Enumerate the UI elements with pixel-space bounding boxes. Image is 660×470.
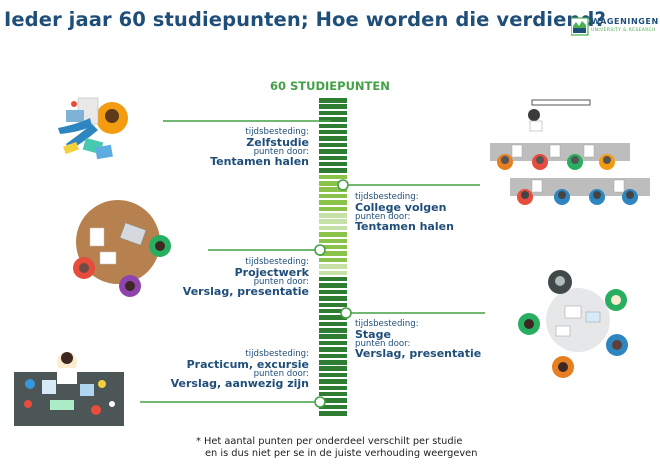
credit-segment [319, 404, 347, 410]
credit-segment [319, 213, 347, 218]
points-method: Tentamen halen [355, 220, 454, 234]
wur-logo: WAGENINGEN UNIVERSITY & RESEARCH [571, 16, 659, 38]
logo-subtitle: UNIVERSITY & RESEARCH [591, 28, 656, 33]
credit-segment [319, 219, 347, 224]
time-label: tijdsbesteding: [245, 349, 309, 359]
internship-illustration [518, 270, 628, 378]
activity-projectwerk: tijdsbesteding: Projectwerk punten door:… [183, 258, 309, 297]
points-label: punten door: [253, 368, 309, 379]
activity-practicum: tijdsbesteding: Practicum, excursie punt… [171, 350, 309, 389]
credit-segment [319, 232, 347, 237]
credit-segment [319, 366, 347, 371]
activity-zelfstudie: tijdsbesteding: Zelfstudie punten door: … [210, 128, 309, 167]
credit-segment [319, 347, 347, 352]
credit-segment [319, 296, 347, 301]
credit-segment [319, 328, 347, 333]
points-label: punten door: [253, 146, 309, 157]
footnote-line-1: * Het aantal punten per onderdeel versch… [196, 436, 463, 447]
lecture-illustration [490, 99, 650, 205]
activity-name: Practicum, excursie [186, 357, 309, 371]
credit-segment [319, 391, 347, 397]
credit-segment [319, 308, 347, 314]
credit-segment [319, 315, 347, 320]
time-label: tijdsbesteding: [245, 127, 309, 137]
activity-name: Zelfstudie [246, 135, 309, 149]
credit-segment [319, 244, 347, 250]
self-study-illustration [58, 97, 128, 160]
credit-segment [319, 264, 347, 269]
credit-segment [319, 174, 347, 180]
credit-segment [319, 181, 347, 186]
credit-segment [319, 168, 347, 173]
connector-node-practicum [314, 396, 326, 408]
credit-bar [319, 98, 347, 418]
credit-segment [319, 225, 347, 231]
points-method: Tentamen halen [210, 155, 309, 169]
credit-segment [319, 398, 347, 403]
page-title: Ieder jaar 60 studiepunten; Hoe worden d… [4, 8, 606, 31]
credit-segment [319, 117, 347, 122]
credit-segment [319, 110, 347, 116]
credit-segment [319, 123, 347, 129]
credit-segment [319, 283, 347, 288]
credit-segment [319, 149, 347, 154]
activity-name: College volgen [355, 200, 447, 214]
credit-segment [319, 334, 347, 339]
credit-segment [319, 187, 347, 192]
footnote: * Het aantal punten per onderdeel versch… [196, 436, 477, 460]
credit-segment [319, 302, 347, 307]
practicum-illustration [14, 352, 124, 426]
time-label: tijdsbesteding: [355, 192, 419, 202]
logo-name: WAGENINGEN [591, 17, 659, 26]
credit-segment [319, 98, 347, 103]
points-label: punten door: [253, 276, 309, 287]
project-work-illustration [73, 200, 171, 297]
credit-segment [319, 155, 347, 161]
credit-segment [319, 360, 347, 365]
connector-node-projectwerk [314, 244, 326, 256]
credit-segment [319, 161, 347, 167]
credit-segment [319, 289, 347, 295]
time-label: tijdsbesteding: [245, 257, 309, 267]
points-label: punten door: [355, 338, 411, 349]
credit-segment [319, 257, 347, 263]
time-label: tijdsbesteding: [355, 319, 419, 329]
credit-segment [319, 104, 347, 109]
credit-segment [319, 200, 347, 205]
credit-segment [319, 353, 347, 359]
connector-node-college [337, 179, 349, 191]
activity-name: Projectwerk [234, 265, 309, 279]
credit-segment [319, 372, 347, 378]
connector-node-stage [340, 307, 352, 319]
activity-college: tijdsbesteding: College volgen punten do… [355, 193, 454, 232]
points-method: Verslag, aanwezig zijn [170, 377, 309, 391]
points-method: Verslag, presentatie [182, 285, 309, 299]
credit-segment [319, 385, 347, 391]
credit-segment [319, 238, 347, 244]
credit-segment [319, 136, 347, 141]
points-label: punten door: [355, 211, 411, 222]
points-method: Verslag, presentatie [355, 347, 482, 361]
credit-segment [319, 379, 347, 384]
credit-segment [319, 251, 347, 256]
bar-title: 60 STUDIEPUNTEN [270, 79, 390, 93]
credit-segment [319, 129, 347, 135]
activity-name: Stage [355, 327, 391, 341]
footnote-line-2: en is dus niet per se in de juiste verho… [205, 448, 478, 459]
credit-segment [319, 270, 347, 276]
credit-segment [319, 193, 347, 199]
credit-segment [319, 340, 347, 346]
credit-segment [319, 276, 347, 282]
credit-segment [319, 321, 347, 327]
activity-stage: tijdsbesteding: Stage punten door: Versl… [355, 320, 481, 359]
wur-logo-mark-icon [571, 17, 589, 36]
credit-segment [319, 206, 347, 212]
credit-segment [319, 411, 347, 416]
credit-segment [319, 142, 347, 148]
